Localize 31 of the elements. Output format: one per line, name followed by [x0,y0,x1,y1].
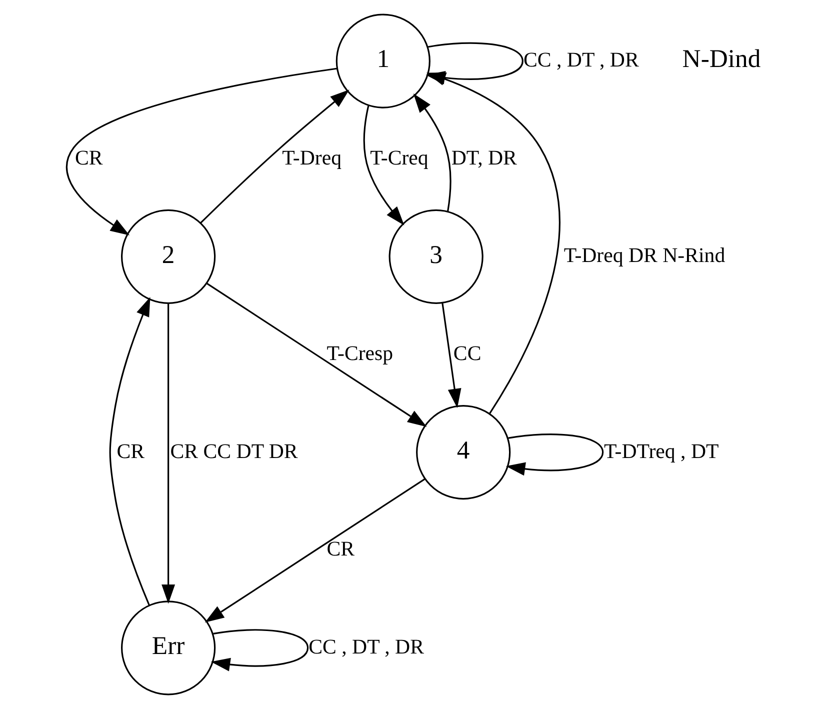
label: N-Dind [682,44,761,74]
edge-label: CR [75,145,103,170]
edge-label: T-Dreq [282,145,342,170]
edge-label: CC , DT , DR [524,48,639,72]
edge-label: T-Dreq DR N-Rind [564,243,726,268]
arrow [506,434,604,476]
arrow [442,302,462,408]
edge-label: T-Creq [370,145,428,170]
edge-label: T-Cresp [326,340,394,365]
arrow [206,282,427,427]
edge-label: CC [453,340,482,365]
node-circle: 4 [416,405,511,500]
node-circle: Err [121,600,216,696]
arrow [426,72,560,414]
arrow [204,478,426,622]
arrow [413,93,452,212]
edge-label: T-DTreq , DT [604,438,719,463]
arrow [109,296,150,606]
node-circle: 1 [336,14,430,108]
edge-label: CR CC DT DR [170,438,298,463]
arrow [162,304,176,604]
node-circle: 2 [121,209,216,304]
edge-label: CR [326,536,355,561]
edge-label: DT, DR [451,145,517,170]
edge-label: CC , DT , DR [308,634,424,658]
arrow [210,629,309,672]
edge-label: CR [116,438,145,463]
arrow [200,90,350,224]
arrow [66,68,338,236]
node-circle: 3 [388,209,484,304]
arrow [363,105,404,226]
